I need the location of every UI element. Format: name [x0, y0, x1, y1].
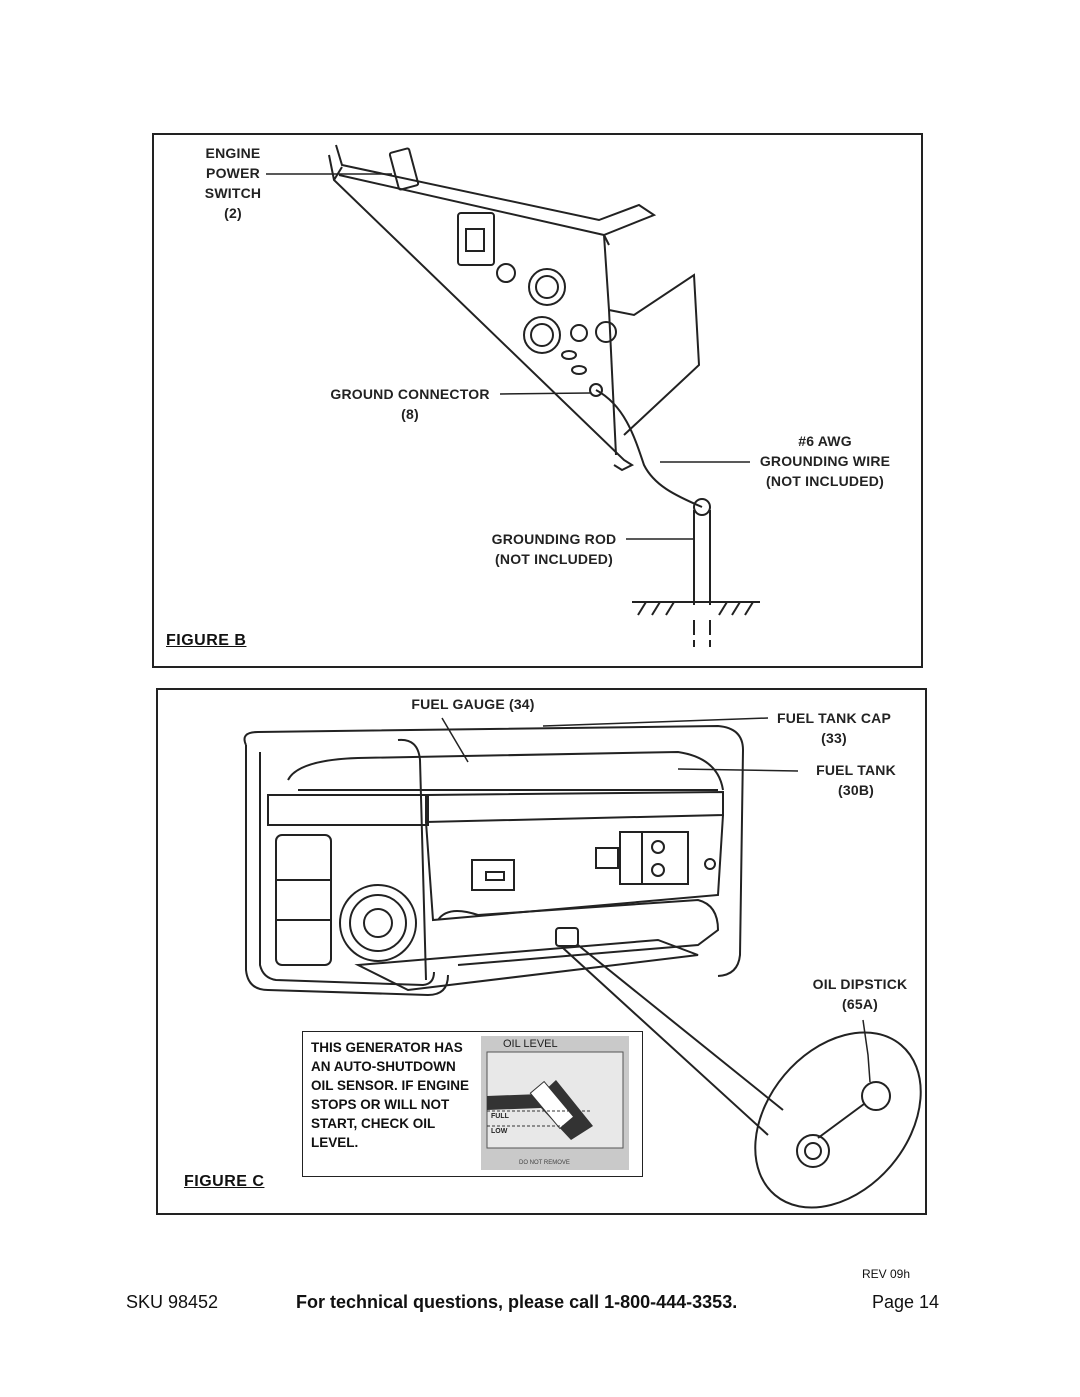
oil-level-diagram: OIL LEVEL FULL LOW DO NOT REMOVE: [481, 1036, 629, 1170]
oil-sensor-note-text: THIS GENERATOR HAS AN AUTO-SHUTDOWN OIL …: [311, 1040, 470, 1150]
generator-overview-illustration: [243, 717, 922, 1209]
fuel-gauge-label: FUEL GAUGE (34): [411, 696, 535, 712]
engine-power-switch-label: ENGINE POWER SWITCH (2): [204, 145, 262, 221]
fuel-tank-cap-label: FUEL TANK CAP (33): [776, 710, 892, 746]
oil-full-mark: FULL: [491, 1113, 510, 1120]
fuel-tank-label: FUEL TANK (30B): [816, 762, 896, 798]
page-number: Page 14: [872, 1292, 940, 1312]
oil-sensor-note: THIS GENERATOR HAS AN AUTO-SHUTDOWN OIL …: [302, 1031, 643, 1177]
figure-b-title: FIGURE B: [166, 632, 247, 649]
grounding-rod-label: GROUNDING ROD (NOT INCLUDED): [491, 531, 617, 567]
figure-b: ENGINE POWER SWITCH (2) GROUND CONNECTOR…: [152, 133, 923, 668]
figure-c: FUEL GAUGE (34) FUEL TANK CAP (33) FUEL …: [156, 688, 927, 1215]
oil-dipstick-label: OIL DIPSTICK (65A): [812, 976, 908, 1012]
oil-do-not-remove: DO NOT REMOVE: [519, 1160, 570, 1166]
technical-support-line: For technical questions, please call 1-8…: [296, 1292, 738, 1312]
generator-grounding-illustration: [266, 144, 760, 647]
oil-level-title: OIL LEVEL: [503, 1038, 558, 1050]
figure-c-title: FIGURE C: [184, 1173, 265, 1190]
revision-code: REV 09h: [862, 1267, 911, 1281]
oil-low-mark: LOW: [491, 1128, 508, 1135]
sku-number: SKU 98452: [126, 1292, 219, 1312]
ground-connector-label: GROUND CONNECTOR (8): [330, 386, 490, 422]
grounding-wire-label: #6 AWG GROUNDING WIRE (NOT INCLUDED): [759, 433, 891, 489]
